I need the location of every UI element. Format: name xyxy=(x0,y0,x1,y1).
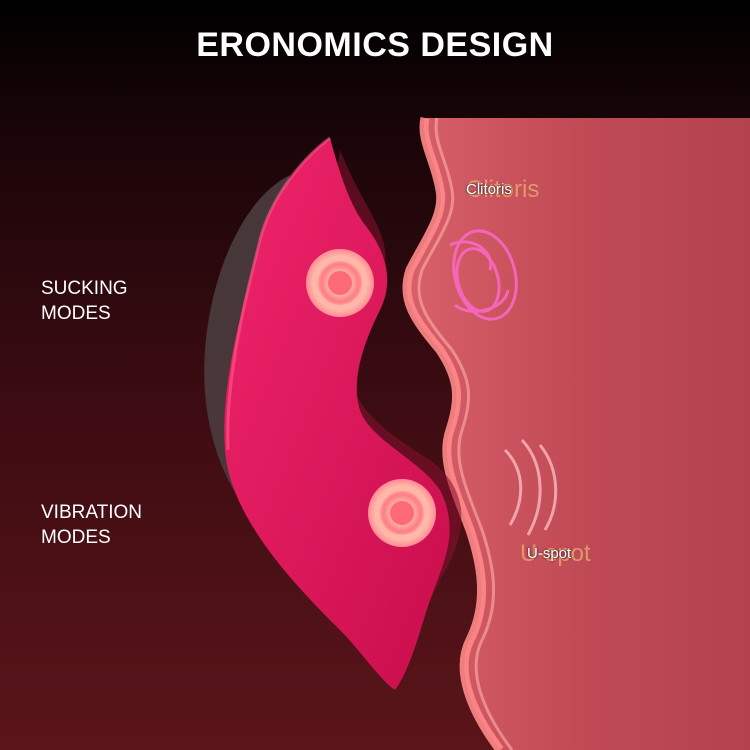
sucking-modes-line-2: MODES xyxy=(41,303,111,324)
vibration-pulse-icon xyxy=(368,479,436,547)
vibration-modes-line-2: MODES xyxy=(41,527,111,548)
sucking-modes-line-1: SUCKING xyxy=(41,278,128,299)
uspot-label-shadow: U-spot xyxy=(520,540,591,567)
clitoris-label: Clitoris xyxy=(466,181,512,198)
uspot-label: U-spot xyxy=(527,545,572,562)
device-body xyxy=(224,138,450,690)
body-silhouette xyxy=(406,118,750,750)
page-title: ERONOMICS DESIGN xyxy=(196,26,554,64)
clitoris-pulse-icon xyxy=(449,229,518,321)
uspot-wave-icon xyxy=(503,438,558,536)
clitoris-label-shadow: Clitoris xyxy=(466,176,540,203)
vibration-modes-line-1: VIBRATION xyxy=(41,502,142,523)
sucking-modes-label: SUCKING MODES xyxy=(41,276,128,326)
vibration-modes-label: VIBRATION MODES xyxy=(41,500,142,550)
sucking-pulse-icon xyxy=(306,249,374,317)
body-outline xyxy=(402,117,504,750)
